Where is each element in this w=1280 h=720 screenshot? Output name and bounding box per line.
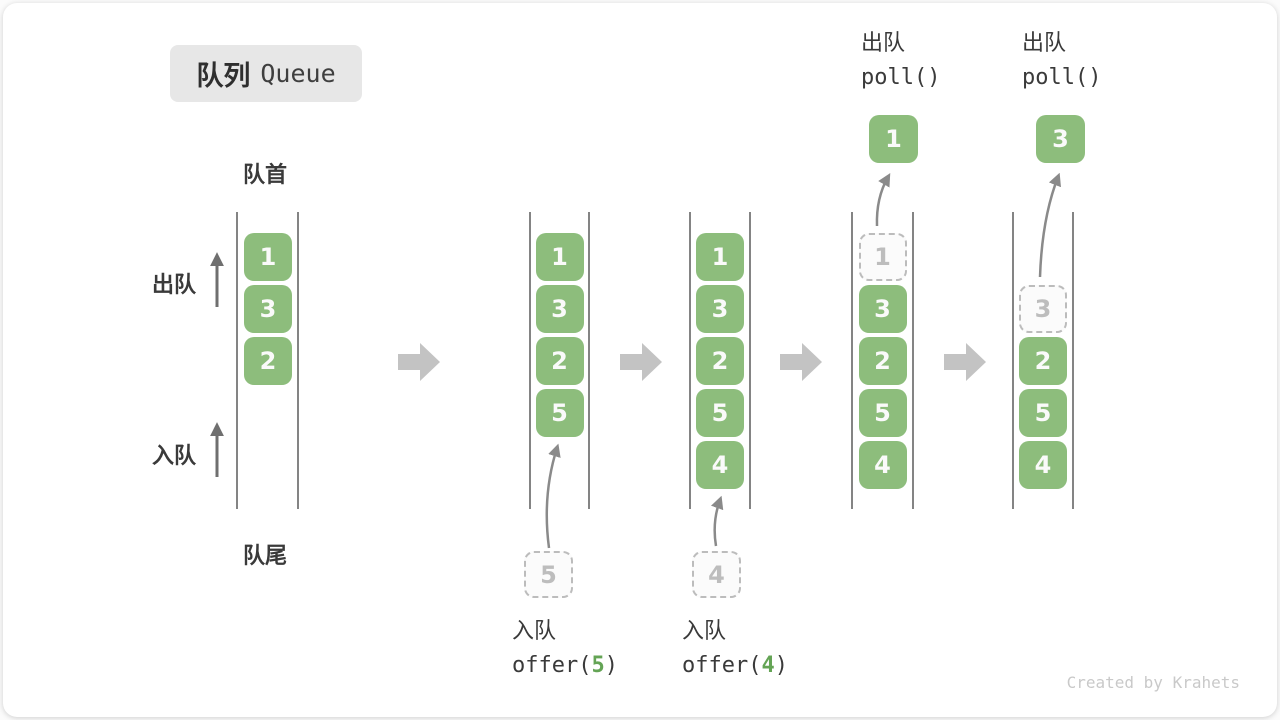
caption-dequeue-1-code: poll() xyxy=(861,65,941,90)
queue-front-label: 队首 xyxy=(243,162,288,187)
right-block-arrow-icon xyxy=(944,343,986,381)
queue-item: 1 xyxy=(244,233,292,281)
queue-item: 3 xyxy=(535,285,584,333)
caption-dequeue-1-title: 出队 xyxy=(861,30,906,55)
enqueue-side-label: 入队 xyxy=(152,443,197,468)
caption-enqueue-5-code: offer(5) xyxy=(512,652,618,680)
diagram-title-box: 队列 Queue xyxy=(170,45,362,102)
caption-dequeue-3-title: 出队 xyxy=(1022,30,1067,55)
queue-item: 5 xyxy=(1019,389,1067,437)
code-pre: offer( xyxy=(512,653,592,678)
code-arg: 4 xyxy=(761,653,775,678)
queue-item: 1 xyxy=(535,233,584,281)
enqueue-arrow-state3 xyxy=(711,495,724,547)
queue-item: 2 xyxy=(696,337,744,385)
queue-item: 4 xyxy=(1019,441,1067,489)
caption-enqueue-4: 入队 offer(4) xyxy=(682,618,788,680)
queue-item: 2 xyxy=(535,337,584,385)
dequeue-arrow-state5 xyxy=(1038,172,1061,278)
right-block-arrow-icon xyxy=(780,343,822,381)
queue-item: 3 xyxy=(858,285,907,333)
queue-item-dashed: 3 xyxy=(1019,285,1067,333)
caption-enqueue-5-title: 入队 xyxy=(512,618,557,643)
right-block-arrow-icon xyxy=(620,343,662,381)
code-post: ) xyxy=(604,653,618,678)
diagram-title-en: Queue xyxy=(260,59,336,88)
code-arg: 5 xyxy=(591,653,605,678)
queue-rear-label: 队尾 xyxy=(243,543,288,568)
queue-item: 5 xyxy=(696,389,744,437)
queue-item: 5 xyxy=(858,389,907,437)
queue-item: 1 xyxy=(696,233,744,281)
dequeue-side-label: 出队 xyxy=(152,272,197,297)
popped-item-box-1: 1 xyxy=(869,115,918,163)
queue-item: 2 xyxy=(858,337,907,385)
queue-item: 2 xyxy=(1019,337,1067,385)
code-pre: offer( xyxy=(682,653,762,678)
pending-enqueue-box-4: 4 xyxy=(692,551,741,598)
caption-enqueue-4-code: offer(4) xyxy=(682,652,788,680)
queue-item: 5 xyxy=(535,389,584,437)
caption-enqueue-5: 入队 offer(5) xyxy=(512,618,618,680)
code-post: ) xyxy=(774,653,788,678)
popped-item-box-3: 3 xyxy=(1036,115,1085,163)
queue-item-dashed: 1 xyxy=(858,233,907,281)
right-block-arrow-icon xyxy=(398,343,440,381)
caption-dequeue-1: 出队 poll() xyxy=(861,30,940,92)
queue-item: 3 xyxy=(244,285,292,333)
diagram-title-zh: 队列 xyxy=(196,61,251,91)
queue-rails xyxy=(236,212,1074,509)
caption-dequeue-3-code: poll() xyxy=(1022,65,1102,90)
caption-dequeue-3: 出队 poll() xyxy=(1022,30,1101,92)
enqueue-arrow-state2 xyxy=(545,443,561,549)
dequeue-arrow-state4 xyxy=(875,173,891,227)
pending-enqueue-box-5: 5 xyxy=(524,551,573,598)
queue-item: 4 xyxy=(696,441,744,489)
caption-enqueue-4-title: 入队 xyxy=(682,618,727,643)
queue-item: 3 xyxy=(696,285,744,333)
credit-text: Created by Krahets xyxy=(1066,673,1240,692)
queue-item: 2 xyxy=(244,337,292,385)
queue-item: 4 xyxy=(858,441,907,489)
